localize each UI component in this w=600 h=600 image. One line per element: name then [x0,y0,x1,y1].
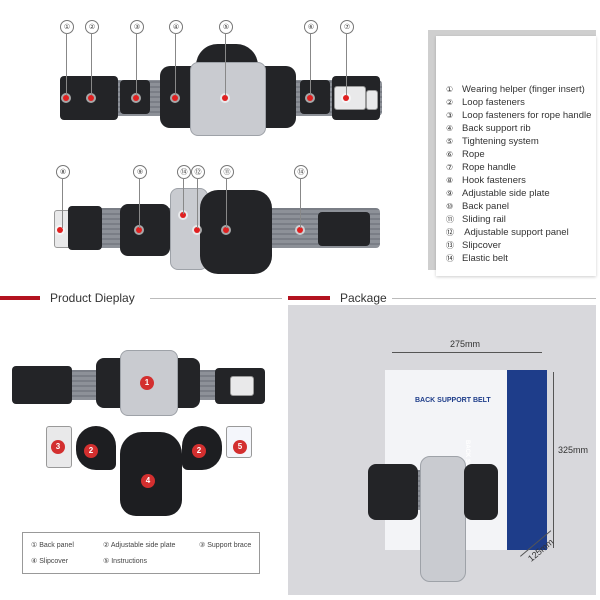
leader-line [66,33,67,95]
badge-2: 2 [84,444,98,458]
badge-3: 3 [51,440,65,454]
display-rope-handle [230,376,254,396]
parts-caption-box: ① Back panel ② Adjustable side plate ③ S… [22,532,260,574]
rope-handle [334,86,366,110]
callout-3: ③ [130,20,144,34]
caption-item: ② Adjustable side plate [103,542,176,549]
section-divider [150,298,282,299]
badge-5: 5 [233,440,247,454]
marker-dot [136,227,142,233]
callout-8: ⑧ [56,165,70,179]
loop-fastener-right [300,80,330,114]
caption-item: ① Back panel [31,542,74,549]
leader-line [225,33,226,95]
leader-line [346,33,347,95]
caption-item: ④ Slipcover [31,558,69,565]
marker-dot [222,95,228,101]
callout-12: ⑫ [191,165,205,179]
package-box-side [507,370,547,550]
marker-dot [297,227,303,233]
callout-1: ① [60,20,74,34]
width-dimension-line [392,352,542,353]
badge-1: 1 [140,376,154,390]
tightening-system-panel [190,62,266,136]
leader-line [310,33,311,95]
section-title-product-display: Product Dieplay [50,291,135,305]
height-dimension: 325mm [558,445,589,455]
marker-dot [194,227,200,233]
marker-dot [223,227,229,233]
callout-11: ⑪ [220,165,234,179]
caption-item: ⑤ Instructions [103,558,148,565]
height-dimension-line [553,372,554,548]
display-back-panel [120,350,178,416]
badge-2: 2 [192,444,206,458]
marker-dot [180,212,186,218]
leader-line [226,178,227,228]
section-divider [392,298,596,299]
package-belt-side-right [464,464,498,520]
box-title: BACK SUPPORT BELT [415,397,491,404]
marker-dot [307,95,313,101]
callout-14-left: ⑭ [177,165,191,179]
marker-dot [63,95,69,101]
leader-line [139,178,140,228]
callout-14-right: ⑭ [294,165,308,179]
adjustable-side-plate-inner [120,204,170,256]
leader-line [197,178,198,228]
package-belt-side [368,464,418,520]
leader-line [91,33,92,95]
badge-4: 4 [141,474,155,488]
marker-dot [133,95,139,101]
package-belt-panel [420,456,466,582]
section-title-package: Package [340,291,387,305]
callout-7: ⑦ [340,20,354,34]
leader-line [175,33,176,95]
section-accent-bar [288,296,330,300]
callout-2: ② [85,20,99,34]
width-dimension: 275mm [450,339,481,349]
rope-handle-grip [366,90,378,110]
leader-line [183,178,184,214]
callout-9: ⑨ [133,165,147,179]
legend-item: ⑫ Adjustable support panel [446,227,569,238]
callout-6: ⑥ [304,20,318,34]
marker-dot [57,227,63,233]
leader-line [136,33,137,95]
caption-item: ③ Support brace [199,542,252,549]
section-accent-bar [0,296,40,300]
marker-dot [88,95,94,101]
back-panel [200,190,272,274]
callout-5: ⑤ [219,20,233,34]
marker-dot [343,95,349,101]
display-belt-end-left [12,366,72,404]
hook-fastener [68,206,102,250]
belt-end-inner-right [318,212,370,246]
leader-line [62,178,63,228]
leader-line [300,178,301,228]
marker-dot [172,95,178,101]
callout-4: ④ [169,20,183,34]
